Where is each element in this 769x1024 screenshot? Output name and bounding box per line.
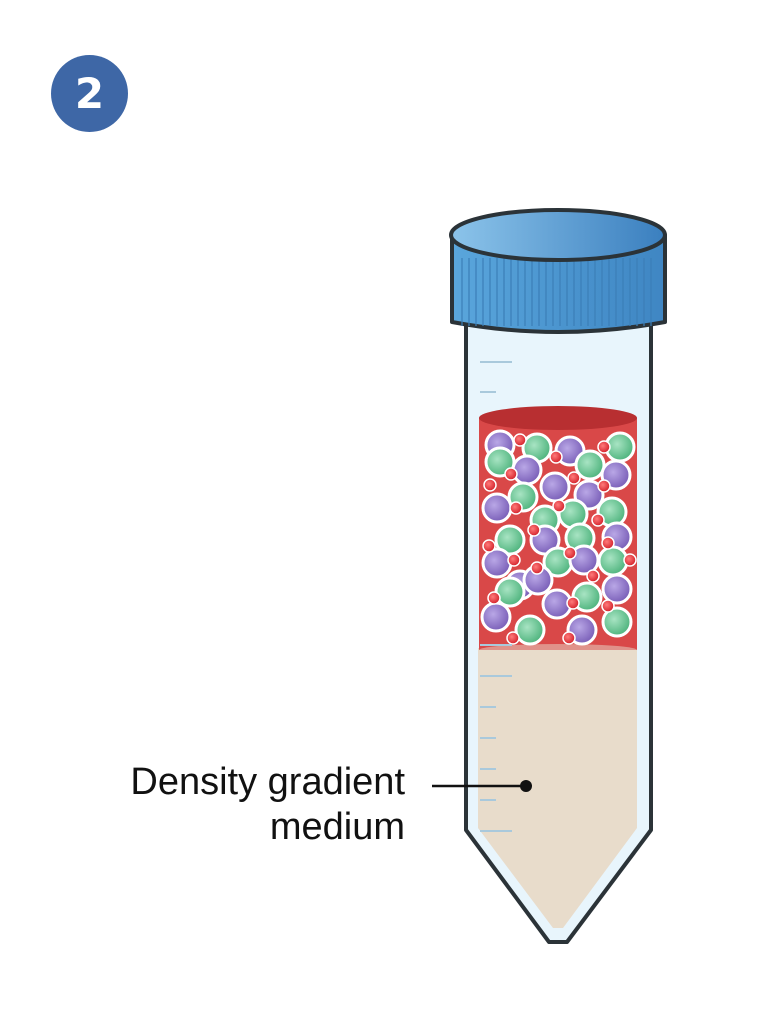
white-blood-cell-green — [574, 449, 606, 481]
red-blood-cell — [601, 536, 615, 550]
white-blood-cell-purple — [511, 454, 543, 486]
red-blood-cell — [586, 569, 600, 583]
graduation-marks — [480, 361, 512, 832]
label-line-1: Density gradient — [130, 761, 405, 803]
white-blood-cell-green — [597, 545, 629, 577]
cap-ridges — [461, 258, 652, 326]
red-blood-cell — [483, 478, 497, 492]
red-blood-cell — [549, 450, 563, 464]
red-blood-cell — [527, 523, 541, 537]
blood-cells-group — [480, 429, 637, 646]
white-blood-cell-green — [601, 606, 633, 638]
white-blood-cell-purple — [601, 573, 633, 605]
label-line-2: medium — [269, 806, 405, 848]
white-blood-cell-purple — [481, 492, 513, 524]
white-blood-cell-green — [494, 524, 526, 556]
tube-cap — [450, 233, 667, 334]
density-gradient-medium-label: Density gradient medium — [130, 760, 405, 850]
red-blood-cell — [566, 596, 580, 610]
red-blood-cell — [567, 471, 581, 485]
red-blood-cell — [601, 599, 615, 613]
tube-cap-top — [449, 208, 667, 262]
white-blood-cell-purple — [539, 471, 571, 503]
red-blood-cell — [623, 553, 637, 567]
red-blood-cell — [507, 553, 521, 567]
white-blood-cell-green — [494, 576, 526, 608]
callout-dot — [520, 780, 532, 792]
white-blood-cell-green — [514, 614, 546, 646]
red-blood-cell — [597, 479, 611, 493]
red-blood-cell — [504, 467, 518, 481]
step-number-badge: 2 — [51, 55, 128, 132]
red-blood-cell — [562, 631, 576, 645]
blood-layer-top — [479, 406, 637, 430]
red-blood-cell — [597, 440, 611, 454]
red-blood-cell — [509, 501, 523, 515]
red-blood-cell — [506, 631, 520, 645]
red-blood-cell — [487, 591, 501, 605]
red-blood-cell — [591, 513, 605, 527]
white-blood-cell-purple — [480, 601, 512, 633]
red-blood-cell — [563, 546, 577, 560]
density-gradient-medium-layer — [478, 648, 637, 928]
red-blood-cell — [530, 561, 544, 575]
red-blood-cell — [482, 539, 496, 553]
white-blood-cell-purple — [481, 547, 513, 579]
red-blood-cell — [552, 499, 566, 513]
red-blood-cell — [513, 433, 527, 447]
